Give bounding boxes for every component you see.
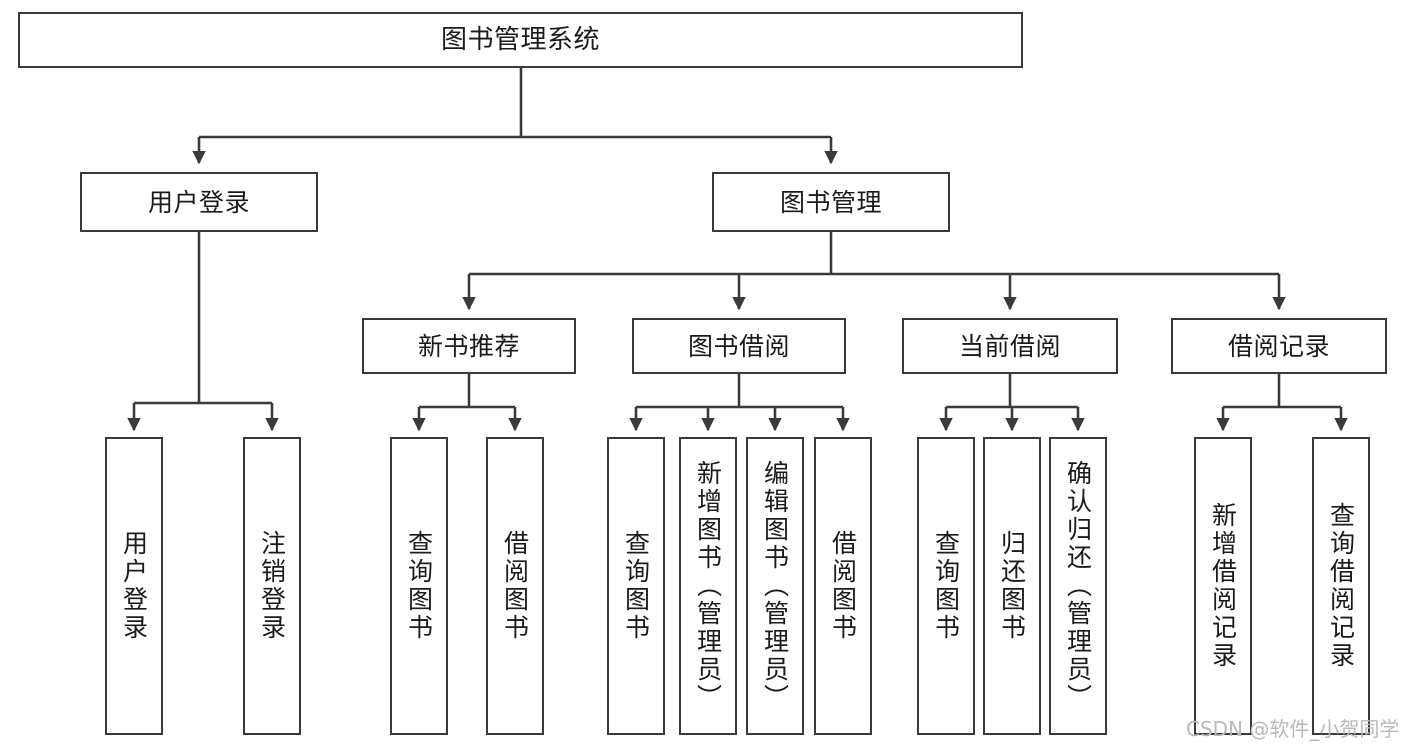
- node-book-borrow[interactable]: 图书借阅: [632, 318, 846, 374]
- leaf-add-borrow-record[interactable]: 新增借阅记录: [1194, 437, 1252, 735]
- node-label: 编辑图书（管理员）: [760, 460, 790, 712]
- node-label: 新书推荐: [417, 331, 520, 361]
- node-label: 查询图书: [931, 530, 961, 642]
- node-new-book-recommend[interactable]: 新书推荐: [362, 318, 576, 374]
- node-label: 图书借阅: [687, 331, 790, 361]
- node-label: 确认归还（管理员）: [1063, 460, 1093, 712]
- leaf-add-book-admin[interactable]: 新增图书（管理员）: [679, 437, 737, 735]
- node-label: 查询借阅记录: [1326, 502, 1356, 670]
- leaf-user-login[interactable]: 用户登录: [105, 437, 163, 735]
- node-label: 用户登录: [119, 530, 149, 642]
- node-book-management[interactable]: 图书管理: [712, 172, 950, 232]
- node-label: 借阅图书: [828, 530, 858, 642]
- leaf-edit-book-admin[interactable]: 编辑图书（管理员）: [746, 437, 804, 735]
- node-label: 借阅图书: [500, 530, 530, 642]
- leaf-confirm-return-admin[interactable]: 确认归还（管理员）: [1049, 437, 1107, 735]
- node-label: 查询图书: [404, 530, 434, 642]
- node-label: 借阅记录: [1227, 331, 1330, 361]
- node-root-system[interactable]: 图书管理系统: [18, 12, 1023, 68]
- leaf-user-logout[interactable]: 注销登录: [243, 437, 301, 735]
- watermark-text: CSDN @软件_小贺同学: [1186, 717, 1400, 741]
- node-current-borrow[interactable]: 当前借阅: [902, 318, 1118, 374]
- leaf-return-book[interactable]: 归还图书: [983, 437, 1041, 735]
- leaf-query-borrow-record[interactable]: 查询借阅记录: [1312, 437, 1370, 735]
- node-label: 图书管理系统: [440, 25, 600, 55]
- leaf-borrow-book[interactable]: 借阅图书: [814, 437, 872, 735]
- node-label: 新增图书（管理员）: [693, 460, 723, 712]
- node-label: 图书管理: [779, 187, 882, 217]
- node-label: 当前借阅: [958, 331, 1061, 361]
- node-label: 用户登录: [147, 187, 250, 217]
- node-label: 归还图书: [997, 530, 1027, 642]
- node-label: 查询图书: [621, 530, 651, 642]
- leaf-query-book-recommend[interactable]: 查询图书: [390, 437, 448, 735]
- node-borrow-records[interactable]: 借阅记录: [1171, 318, 1387, 374]
- node-label: 新增借阅记录: [1208, 502, 1238, 670]
- leaf-borrow-book-recommend[interactable]: 借阅图书: [486, 437, 544, 735]
- leaf-query-book-borrow[interactable]: 查询图书: [607, 437, 665, 735]
- node-label: 注销登录: [257, 530, 287, 642]
- leaf-query-book-current[interactable]: 查询图书: [917, 437, 975, 735]
- node-user-login[interactable]: 用户登录: [80, 172, 318, 232]
